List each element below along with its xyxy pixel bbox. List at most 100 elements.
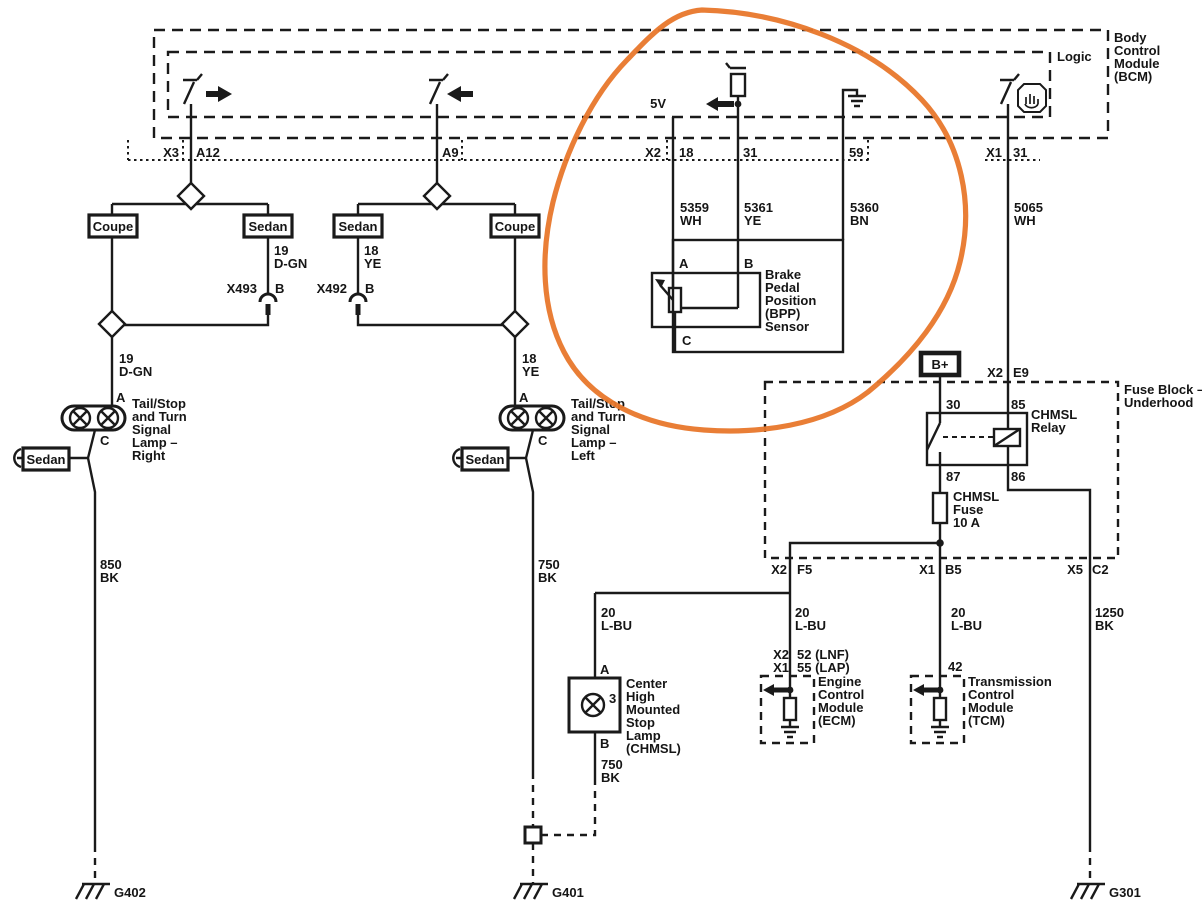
bpp-pin-a: A — [679, 256, 689, 271]
ecm-label: Control — [818, 687, 864, 702]
bpp-label: Position — [765, 293, 816, 308]
connector-x1-label: X1 — [986, 145, 1002, 160]
chmsl-lamp-box — [567, 676, 622, 734]
chmsl-pin-b: B — [600, 736, 609, 751]
splice-box-icon — [523, 825, 543, 845]
bcm-ground-icon — [841, 88, 866, 160]
bulb-icon — [506, 406, 530, 430]
lamp-right-label: and Turn — [132, 409, 187, 424]
wire-850bk-color: BK — [100, 570, 119, 585]
lamp-right-pin-a: A — [116, 390, 126, 405]
lamp-right — [13, 404, 127, 845]
sedan-variant-box — [332, 213, 384, 239]
tcm-label: (TCM) — [968, 713, 1005, 728]
lamp-left-label: and Turn — [571, 409, 626, 424]
bulb-icon — [534, 406, 558, 430]
fuse-block-label: Underhood — [1124, 395, 1193, 410]
wire-19dgn-color: D-GN — [119, 364, 152, 379]
wire-5065-color: WH — [1014, 213, 1036, 228]
chmsl-bulb-number: 3 — [609, 691, 616, 706]
wire-20lbu-label: 20 — [795, 605, 809, 620]
left-arrow-icon — [447, 86, 473, 102]
connector-x3-label: X3 — [163, 145, 179, 160]
bpp-pin-c: C — [682, 333, 692, 348]
wire-18ye-color: YE — [364, 256, 382, 271]
ecm-connector2-label: X1 — [773, 660, 789, 675]
wire-1250bk-label: 1250 — [1095, 605, 1124, 620]
wire-5359-color: WH — [680, 213, 702, 228]
bpp-label: (BPP) — [765, 306, 800, 321]
coupe-variant-label: Coupe — [93, 219, 133, 234]
tcm-box — [909, 674, 966, 745]
relay-pin-85: 85 — [1011, 397, 1025, 412]
connector-x492-label: X492 — [317, 281, 347, 296]
bcm-label: Module — [1114, 56, 1160, 71]
bpp-label: Brake — [765, 267, 801, 282]
splice-diamond — [422, 181, 452, 211]
coupe-variant-box — [489, 213, 541, 239]
ground-g301-label: G301 — [1109, 885, 1141, 900]
ground-g402-label: G402 — [114, 885, 146, 900]
ecm-pin2-label: 55 (LAP) — [797, 660, 850, 675]
bulb-icon — [96, 406, 120, 430]
sedan-variant-box — [21, 446, 71, 472]
pin-59-label: 59 — [849, 145, 863, 160]
wire-750bk-label: 750 — [601, 757, 623, 772]
ecm-label: Engine — [818, 674, 861, 689]
sedan-variant-label: Sedan — [338, 219, 377, 234]
wire-19dgn-color: D-GN — [274, 256, 307, 271]
tcm-label: Module — [968, 700, 1014, 715]
sedan-variant-label: Sedan — [465, 452, 504, 467]
wire-850bk-label: 850 — [100, 557, 122, 572]
bpp-sensor-box — [650, 238, 845, 354]
chmsl-branch-wires — [541, 591, 790, 837]
connector-x493-pin: B — [275, 281, 284, 296]
chmsl-label: Center — [626, 676, 667, 691]
sedan-variant-label: Sedan — [248, 219, 287, 234]
coupe-variant-label: Coupe — [495, 219, 535, 234]
lamp-right-label: Right — [132, 448, 166, 463]
chmsl-label: (CHMSL) — [626, 741, 681, 756]
wire-5361-label: 5361 — [744, 200, 773, 215]
bpp-label: Pedal — [765, 280, 800, 295]
ecm-connector1-label: X2 — [773, 647, 789, 662]
logic-label: Logic — [1057, 49, 1092, 64]
chmsl-label: Lamp — [626, 728, 661, 743]
turn-signal-switch-right — [182, 73, 232, 105]
lamp-right-pin-c: C — [100, 433, 110, 448]
pin-18-label: 18 — [679, 145, 693, 160]
sedan-variant-label: Sedan — [26, 452, 65, 467]
wire-1250bk-color: BK — [1095, 618, 1114, 633]
pin-f5-label: F5 — [797, 562, 812, 577]
relay-switch-icon — [925, 413, 942, 465]
connector-x2-f5-label: X2 — [771, 562, 787, 577]
connector-x492-pin: B — [365, 281, 374, 296]
wire-750bk-label: 750 — [538, 557, 560, 572]
wire-18ye-color: YE — [522, 364, 540, 379]
wire-5360-color: BN — [850, 213, 869, 228]
sedan-variant-box — [242, 213, 294, 239]
pin-x1-31-label: 31 — [1013, 145, 1027, 160]
pin-e9-label: E9 — [1013, 365, 1029, 380]
bpp-pin-b: B — [744, 256, 753, 271]
splice-diamond — [500, 309, 530, 339]
pin-31-label: 31 — [743, 145, 757, 160]
inline-connector-x493-icon — [258, 292, 278, 315]
wire-20lbu-color: L-BU — [951, 618, 982, 633]
wire-5359-label: 5359 — [680, 200, 709, 215]
pin-a12-label: A12 — [196, 145, 220, 160]
connector-x1-b5-label: X1 — [919, 562, 935, 577]
fuse-block-label: Fuse Block – — [1124, 382, 1202, 397]
wire-19dgn-label: 19 — [119, 351, 133, 366]
connector-x2-e9-label: X2 — [987, 365, 1003, 380]
bcm-label: Body — [1114, 30, 1147, 45]
bpp-label: Sensor — [765, 319, 809, 334]
chmsl-label: Stop — [626, 715, 655, 730]
circuit1-splices — [97, 181, 270, 406]
wire-750bk-color: BK — [601, 770, 620, 785]
ground-icon — [931, 720, 949, 739]
brake-apply-switch — [999, 73, 1047, 113]
relay-label: Relay — [1031, 420, 1066, 435]
ground-g401-icon — [512, 882, 548, 900]
